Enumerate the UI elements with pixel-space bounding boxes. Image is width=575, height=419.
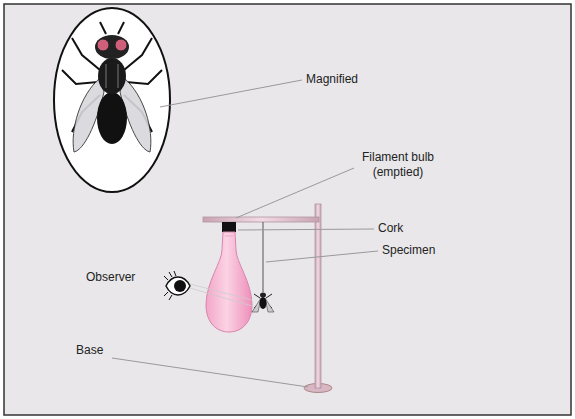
part-label: Cork <box>378 221 438 236</box>
magnified-fly <box>54 8 170 192</box>
observer-eye <box>164 271 252 306</box>
part-label: Filament bulb (emptied) <box>356 150 440 180</box>
frame <box>4 4 571 415</box>
stand <box>203 204 332 393</box>
part-label: Specimen <box>382 243 462 258</box>
magnified-label: Magnified <box>306 72 396 87</box>
leader-lines <box>112 80 378 387</box>
part-label: Observer <box>86 270 156 285</box>
part-label: Base <box>76 343 136 358</box>
filament-bulb <box>206 222 252 332</box>
specimen-fly <box>252 222 274 312</box>
